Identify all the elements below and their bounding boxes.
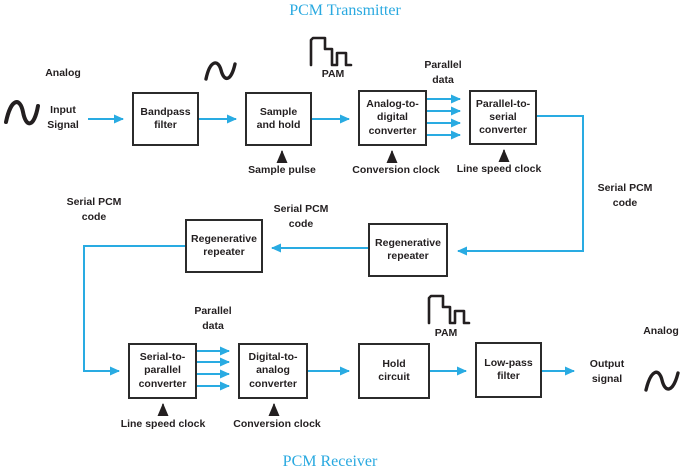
- label-parallel-data-top: Parallel data: [424, 59, 462, 86]
- label-pam-bottom: PAM: [434, 327, 458, 339]
- clock-wires: [157, 149, 510, 416]
- label-output-signal: Output signal: [589, 358, 625, 385]
- block-regenerative-repeater-right: Regenerative repeater: [368, 223, 448, 277]
- signal-wires: [83, 94, 584, 391]
- block-parallel-to-serial: Parallel-to- serial converter: [469, 90, 537, 145]
- label-line-speed-clock-top: Line speed clock: [456, 163, 542, 175]
- label-analog-output: Analog: [643, 325, 679, 337]
- label-serial-pcm-code-right: Serial PCM code: [597, 182, 653, 209]
- label-analog-input: Analog: [45, 67, 81, 79]
- wire-p2s-to-repeater-right: [457, 115, 584, 256]
- sine-wave-icon: [4, 100, 40, 126]
- label-parallel-data-bottom: Parallel data: [194, 305, 232, 332]
- block-regenerative-repeater-left: Regenerative repeater: [185, 219, 263, 273]
- block-serial-to-parallel: Serial-to- parallel converter: [128, 343, 197, 399]
- label-input-signal: Input Signal: [47, 104, 79, 131]
- label-sample-pulse: Sample pulse: [248, 164, 316, 176]
- pam-waveform-icon: [427, 294, 471, 325]
- block-analog-to-digital: Analog-to- digital converter: [358, 90, 427, 146]
- label-serial-pcm-code-left: Serial PCM code: [66, 196, 122, 223]
- block-sample-and-hold: Sample and hold: [245, 92, 312, 146]
- sine-wave-icon: [204, 61, 237, 81]
- sine-wave-icon: [644, 370, 680, 392]
- transmitter-title: PCM Transmitter: [289, 2, 401, 19]
- pam-waveform-icon: [309, 36, 353, 67]
- wire-repeater-left-to-s2p: [83, 245, 185, 376]
- label-pam-top: PAM: [321, 68, 345, 80]
- block-low-pass-filter: Low-pass filter: [475, 342, 542, 398]
- block-bandpass-filter: Bandpass filter: [132, 92, 199, 146]
- label-line-speed-clock-bottom: Line speed clock: [120, 418, 206, 430]
- label-conversion-clock-top: Conversion clock: [352, 164, 440, 176]
- label-serial-pcm-code-mid: Serial PCM code: [273, 203, 329, 230]
- block-hold-circuit: Hold circuit: [358, 343, 430, 399]
- receiver-title: PCM Receiver: [282, 453, 378, 470]
- label-conversion-clock-bottom: Conversion clock: [233, 418, 321, 430]
- block-digital-to-analog: Digital-to- analog converter: [238, 343, 308, 399]
